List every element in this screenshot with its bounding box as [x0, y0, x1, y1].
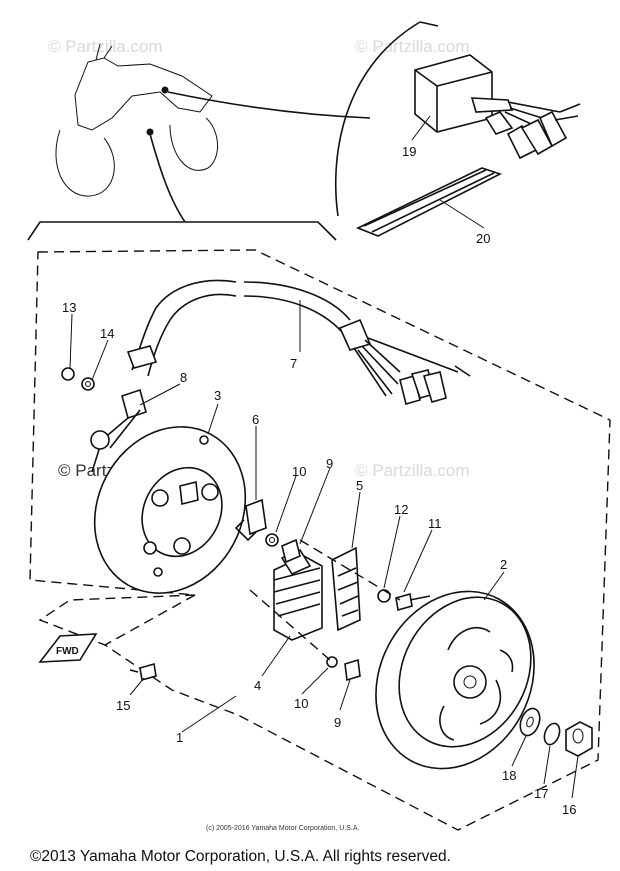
callout-3: 3	[214, 388, 221, 403]
callout-leaders	[69, 115, 579, 799]
assembly-guides	[104, 539, 401, 661]
clamp-and-fasteners	[61, 345, 158, 473]
callout-9-upper: 9	[326, 456, 333, 471]
washer-12	[377, 589, 391, 603]
screw-15	[139, 662, 157, 682]
leader-cdi-location	[167, 91, 371, 119]
main-bracket-top	[27, 221, 337, 241]
callout-7: 7	[290, 356, 297, 371]
callout-10-upper: 10	[292, 464, 306, 479]
hex-nut	[565, 721, 593, 757]
callout-9-lower: 9	[334, 715, 341, 730]
callout-10-lower: 10	[294, 696, 308, 711]
callout-2: 2	[500, 557, 507, 572]
plain-washer	[519, 707, 541, 737]
watermark-mid-right: © Partzilla.com	[355, 461, 470, 480]
callout-5: 5	[356, 478, 363, 493]
callout-18: 18	[502, 768, 516, 783]
callout-11: 11	[428, 516, 442, 531]
callout-15: 15	[116, 698, 130, 713]
leader-generator-location	[149, 133, 186, 223]
screw-11	[395, 592, 413, 612]
callout-1: 1	[176, 730, 183, 745]
callout-19: 19	[402, 144, 416, 159]
callout-16: 16	[562, 802, 576, 817]
copyright-small: (c) 2005-2016 Yamaha Motor Corporation, …	[206, 825, 359, 832]
lead-wire-harness	[131, 279, 471, 405]
washer-10-upper	[265, 533, 279, 547]
watermark-top-left: © Partzilla.com	[48, 37, 163, 56]
lock-washer	[543, 722, 561, 746]
callout-12: 12	[394, 502, 408, 517]
pickup-coil	[245, 498, 267, 536]
callout-6: 6	[252, 412, 259, 427]
callout-13: 13	[62, 300, 76, 315]
strap	[356, 167, 503, 237]
screw-9-upper	[281, 538, 301, 564]
callout-17: 17	[534, 786, 548, 801]
watermark-top-right: © Partzilla.com	[355, 37, 470, 56]
fwd-direction-mark: FWD	[38, 633, 98, 663]
cdi-unit	[414, 54, 581, 160]
stator-plate	[93, 426, 247, 594]
charge-coil	[331, 546, 361, 632]
copyright-footer: ©2013 Yamaha Motor Corporation, U.S.A. A…	[30, 848, 451, 865]
callout-8: 8	[180, 370, 187, 385]
screw-9-lower	[344, 658, 361, 682]
callout-14: 14	[100, 326, 114, 341]
source-coil	[273, 548, 323, 641]
callout-20: 20	[476, 231, 490, 246]
fwd-label: FWD	[56, 646, 79, 657]
motorcycle-silhouette	[55, 43, 218, 197]
flywheel-rotor	[375, 590, 535, 770]
callout-4: 4	[254, 678, 261, 693]
detail-bracket-upper	[334, 21, 421, 217]
